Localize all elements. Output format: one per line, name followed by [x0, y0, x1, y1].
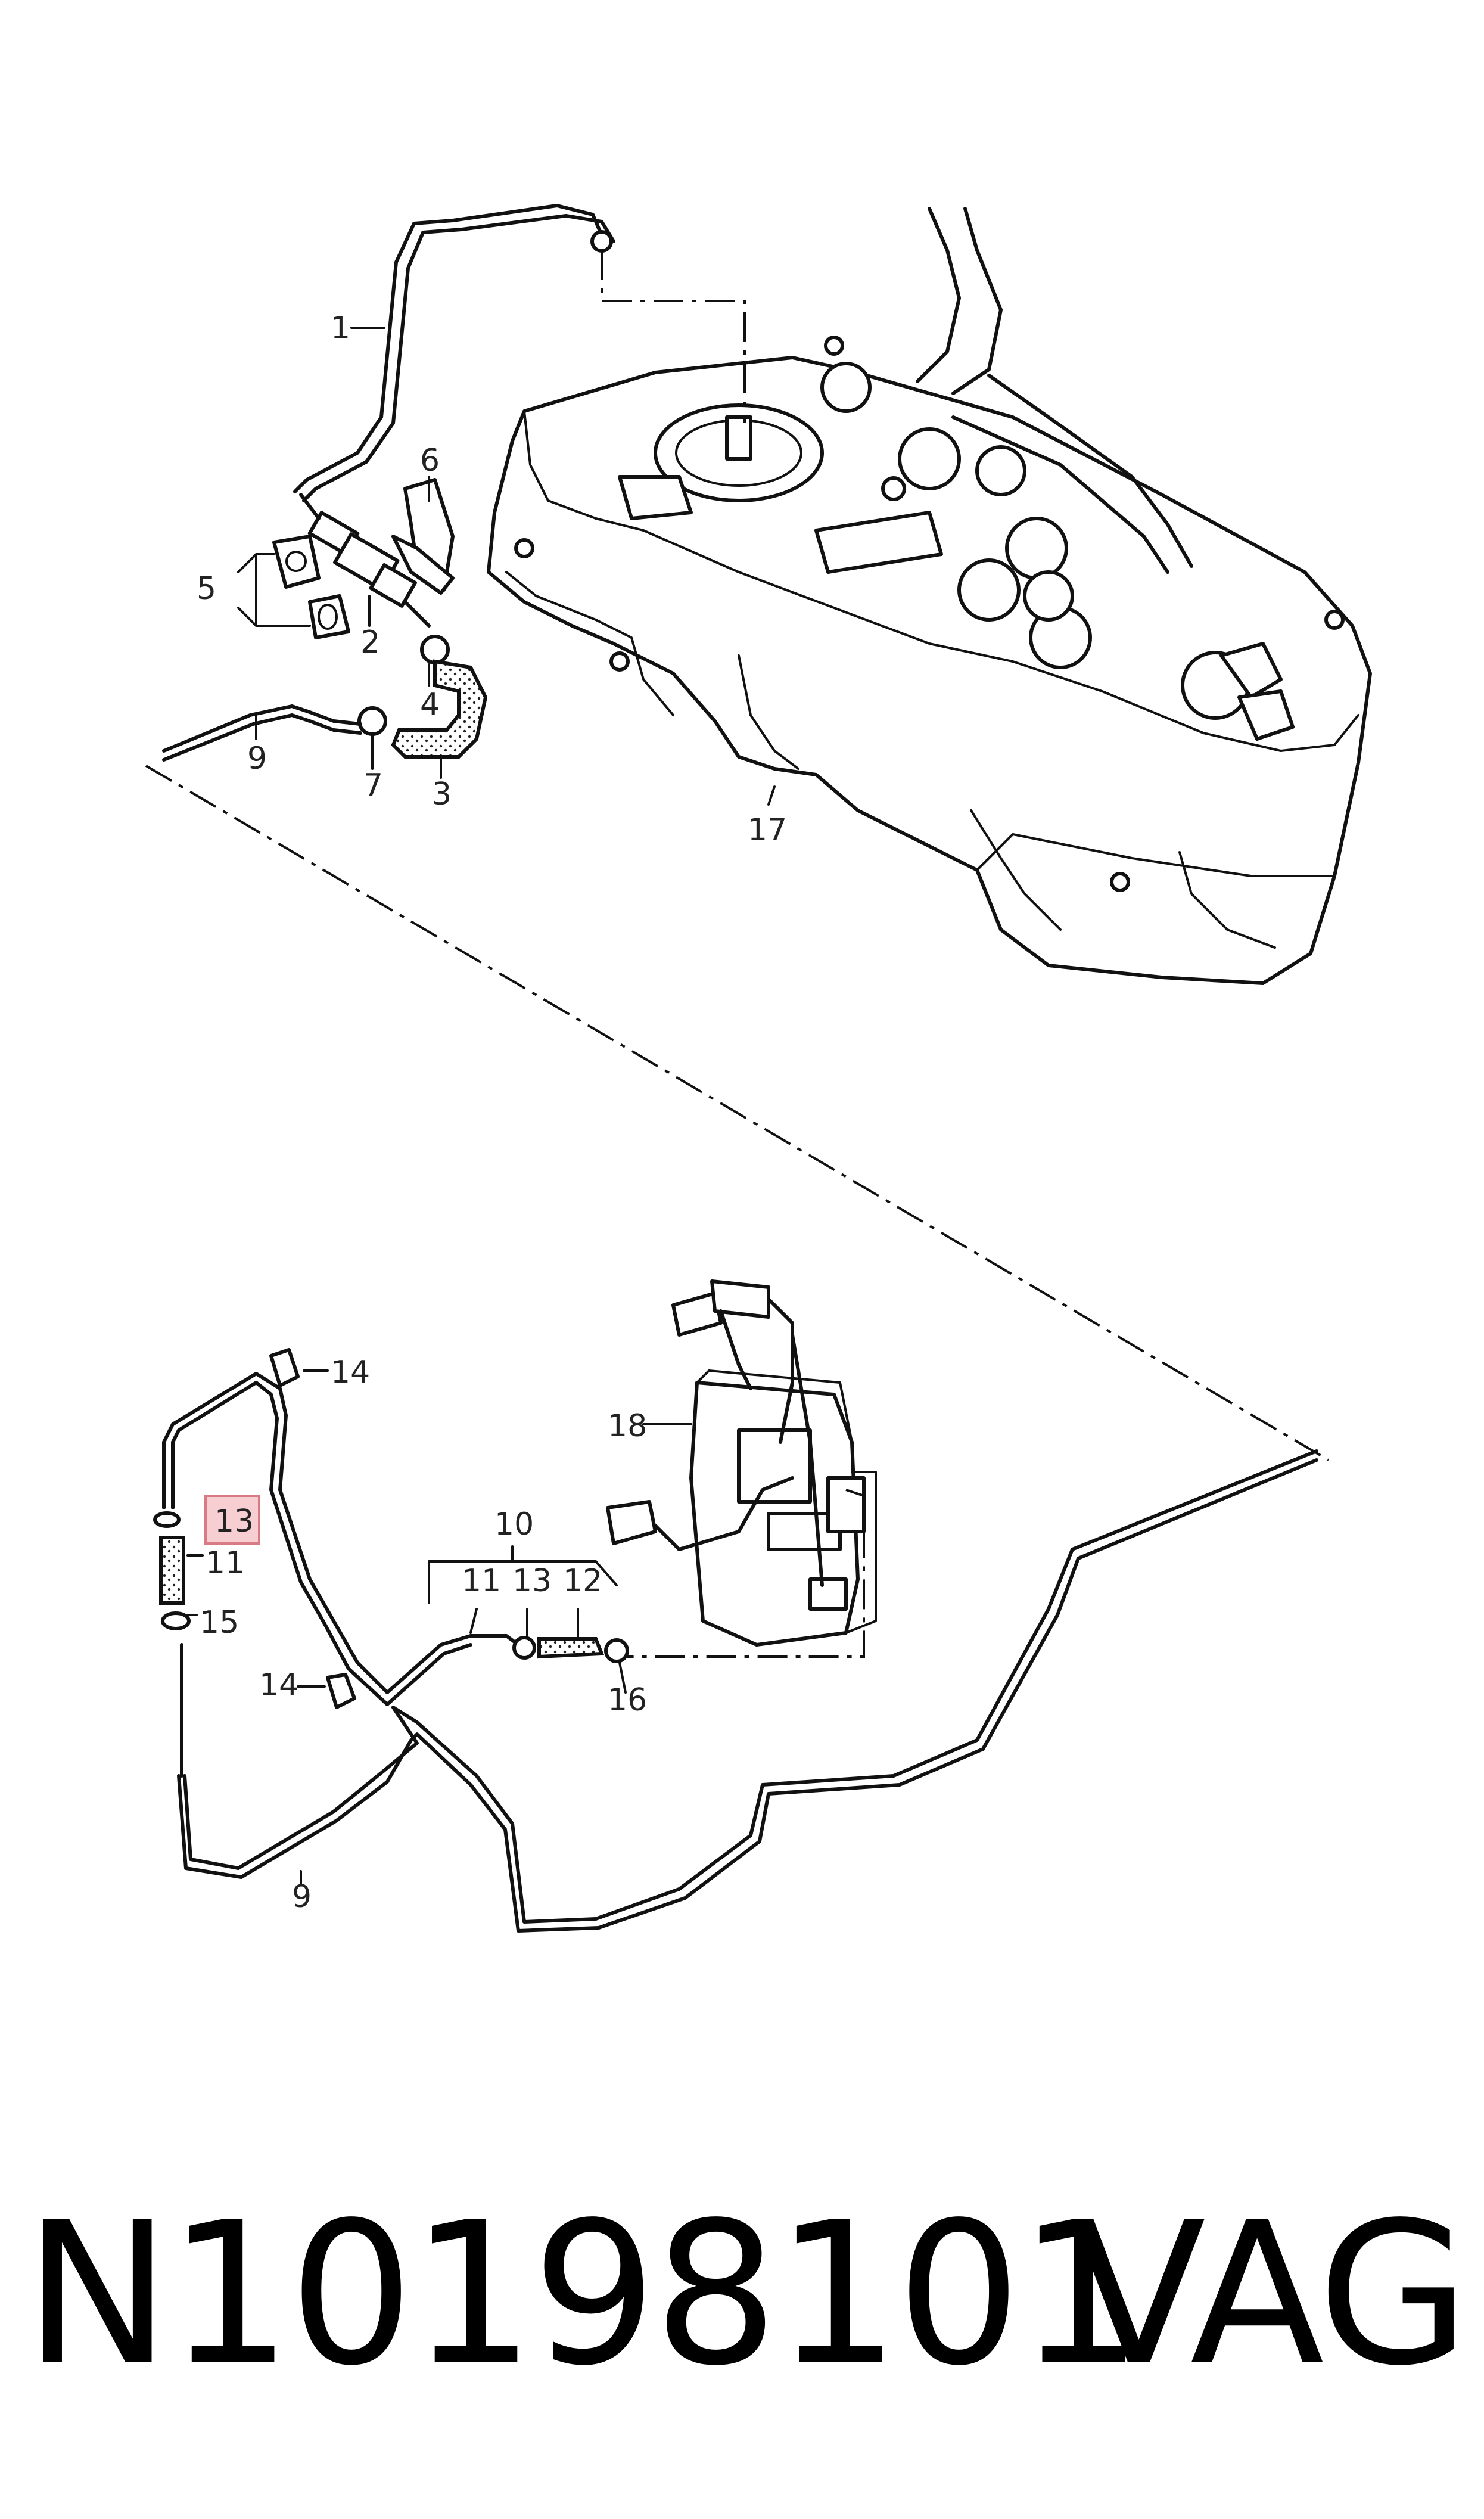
callout-13-highlight [204, 1495, 260, 1545]
callout-4: 4 [420, 687, 440, 723]
charcoal-canister-unit [606, 1279, 877, 1658]
callout-14-lower: 14 [259, 1667, 298, 1703]
retainer-clips [272, 535, 350, 639]
callout-9-upper: 9 [247, 741, 267, 776]
vent-line-lower [183, 1449, 1318, 1924]
callout-leaders [186, 327, 776, 1884]
callout-11-upper: 11 [462, 1563, 501, 1599]
callout-7: 7 [363, 768, 383, 803]
callout-12: 12 [563, 1563, 602, 1599]
callout-3: 3 [432, 776, 452, 812]
hose-clamp-7 [357, 706, 387, 736]
callout-10: 10 [494, 1507, 534, 1542]
callout-16: 16 [608, 1682, 647, 1718]
left-hose-assembly [153, 1440, 191, 1630]
hose-clamp-4 [420, 635, 450, 664]
fuel-system-exploded-diagram: 1 6 5 2 4 9 7 3 17 14 18 13 10 11 13 12 … [145, 204, 1372, 1933]
callout-11-left: 11 [206, 1545, 245, 1581]
callout-13-left: 13 [214, 1504, 254, 1539]
callout-15: 15 [200, 1605, 239, 1641]
callout-1: 1 [331, 310, 350, 346]
mounting-bracket [391, 478, 455, 595]
fuel-tank [487, 207, 1372, 985]
line-clip-upper [269, 1348, 300, 1387]
non-return-valve [299, 493, 431, 628]
connection-dashed-line [145, 765, 1330, 1461]
callout-9-lower: 9 [292, 1879, 312, 1915]
callout-2: 2 [360, 625, 380, 660]
footer: N10198101 VAG [0, 2169, 1484, 2419]
breather-line-upper [293, 204, 615, 502]
callout-18: 18 [608, 1408, 647, 1444]
vent-line-upper [162, 704, 362, 753]
lower-hose-assembly [469, 1634, 629, 1663]
line-clip-lower [326, 1673, 356, 1709]
brand-name: VAG [1071, 2180, 1470, 2409]
part-number: N10198101 [24, 2180, 1143, 2409]
leader-line-to-flange [601, 250, 746, 423]
callout-13-right: 13 [512, 1563, 552, 1599]
callout-17: 17 [748, 812, 787, 848]
hose-3 [391, 659, 488, 759]
callout-5: 5 [197, 571, 216, 607]
callout-14-upper: 14 [331, 1355, 370, 1390]
callout-6: 6 [420, 443, 440, 479]
